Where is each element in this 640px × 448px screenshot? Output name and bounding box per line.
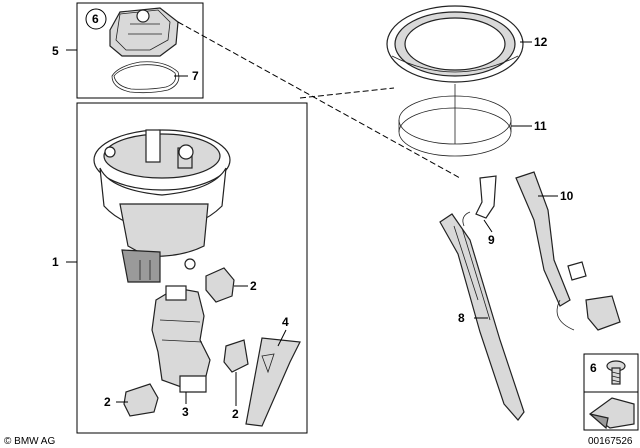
connecting-line-part <box>475 175 497 219</box>
screw-icon <box>606 360 626 385</box>
leader-lines <box>66 41 558 406</box>
callout-6: 6 <box>92 12 99 26</box>
legend-callout-6: 6 <box>590 361 597 375</box>
legend-arrow-icon <box>588 397 635 429</box>
callout-7: 7 <box>192 69 199 83</box>
diagram-number: 00167526 <box>588 436 633 447</box>
filter-insert-part <box>245 337 301 427</box>
fuel-pump-unit-part <box>93 129 231 283</box>
callout-2-upper: 2 <box>250 279 257 293</box>
callout-12: 12 <box>534 35 548 49</box>
callout-9: 9 <box>488 233 495 247</box>
lock-ring-part <box>386 5 524 83</box>
clamp-lower-left-part <box>123 383 159 417</box>
lever-sensor-part <box>439 213 525 421</box>
callout-11: 11 <box>534 119 547 133</box>
suction-jet-pump-part <box>515 171 621 331</box>
callout-4: 4 <box>282 315 289 329</box>
legend-box: 6 <box>583 353 639 431</box>
callout-6-circle <box>85 8 107 30</box>
cover-part <box>109 7 179 57</box>
callout-2-lower-right: 2 <box>232 407 239 421</box>
callout-2-lower-left: 2 <box>104 395 111 409</box>
clamp-lower-right-part <box>223 339 249 373</box>
callout-5: 5 <box>52 44 59 58</box>
pump-part <box>151 285 211 393</box>
clamp-upper-part <box>205 267 235 303</box>
copyright-text: © BMW AG <box>4 436 55 447</box>
pump-group-frame <box>76 102 308 434</box>
cover-seal-part <box>111 61 180 94</box>
callout-8: 8 <box>458 311 465 325</box>
callout-1: 1 <box>52 255 59 269</box>
callout-10: 10 <box>560 189 574 203</box>
callout-3: 3 <box>182 405 189 419</box>
reference-line-ring <box>299 87 395 99</box>
